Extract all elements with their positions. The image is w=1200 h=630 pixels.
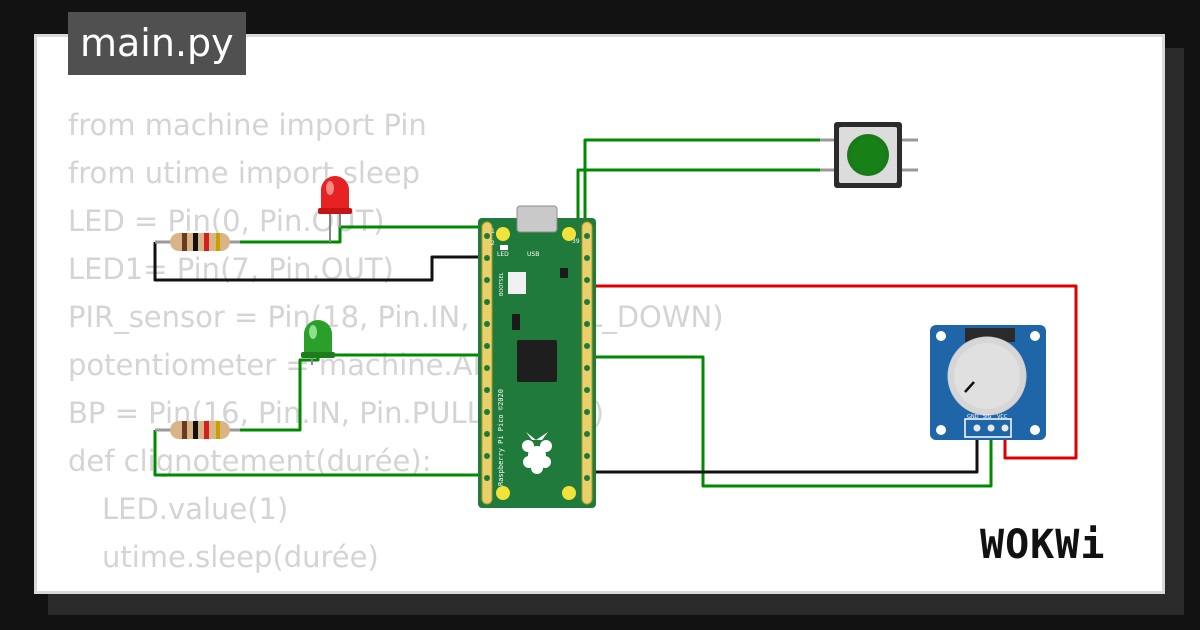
wire-led-green [240,353,490,432]
wokwi-logo: WOKWi [978,520,1148,572]
knob-pointer[interactable] [964,381,975,393]
preview-card: from machine import Pin from utime impor… [34,34,1165,594]
svg-text:VCC: VCC [997,414,1008,420]
wire-gnd-right [585,428,979,474]
file-tab[interactable]: main.py [68,12,246,75]
svg-text:BOOTSEL: BOOTSEL [499,272,505,296]
board-name: Raspberry Pi Pico ©2020 [497,389,505,486]
wire-gnd-left-2 [153,430,490,477]
mount-hole [496,486,510,500]
code-line: from machine import Pin [68,108,427,142]
circuit-diagram: 1 2 39 LED USB BOOTSEL Raspberry Pi Pico… [153,122,1078,508]
rp2040-chip [517,340,557,382]
code-line: def clignotement(durée): [68,444,432,478]
mount-hole [496,227,510,241]
potentiometer[interactable]: GND SIG VCC [930,325,1046,440]
mount-hole [562,486,576,500]
raspberry-logo-icon [522,432,552,474]
wire-gnd-left [153,242,490,282]
svg-text:USB: USB [527,251,539,258]
wire-led-red [240,225,490,244]
code-line: LED.value(1) [102,492,289,526]
wire-button-b [576,168,835,222]
code-line: LED.value(0) [68,581,724,591]
wire-button-a [583,138,835,222]
svg-text:GND: GND [967,414,979,420]
code-line: utime.sleep(durée) [102,540,379,574]
status-led [500,245,508,250]
led-red[interactable] [318,176,352,242]
mount-hole [562,227,576,241]
code-line: from utime import sleep [68,156,421,190]
svg-text:39: 39 [572,238,580,245]
usb-port [516,205,558,233]
svg-text:1: 1 [491,228,495,235]
wire-vcc [585,284,1078,460]
raspberry-pi-pico[interactable]: 1 2 39 LED USB BOOTSEL Raspberry Pi Pico… [478,205,596,508]
svg-text:2: 2 [491,240,495,247]
svg-text:WOKWi: WOKWi [980,522,1105,568]
svg-text:LED: LED [497,251,509,258]
bootsel-button[interactable] [508,272,526,294]
svg-text:SIG: SIG [983,414,992,420]
resistor-2[interactable] [155,421,240,439]
push-button[interactable] [820,122,918,188]
wire-sig [585,355,993,488]
led-green[interactable] [301,320,335,365]
resistor-1[interactable] [155,233,240,251]
